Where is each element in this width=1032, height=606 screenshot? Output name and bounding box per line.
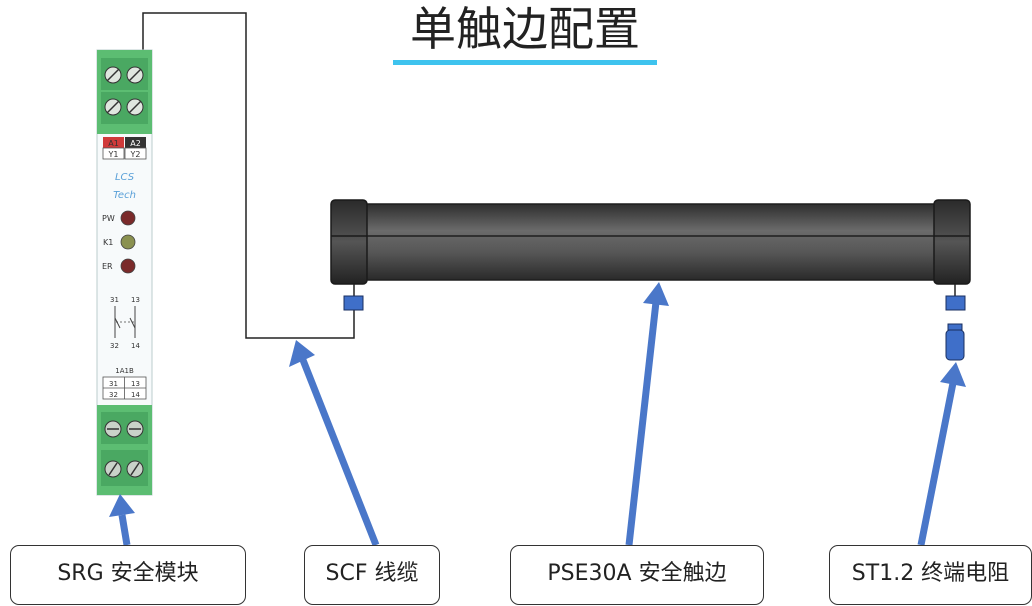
pse-edge-label: PSE30A 安全触边: [510, 545, 764, 605]
title-underline: [393, 60, 657, 65]
led-er-label: ER: [102, 262, 113, 271]
terminal-y1-label: Y1: [108, 150, 119, 159]
module-type-label: 1A1B: [115, 367, 134, 375]
left-connector: [343, 295, 364, 311]
contact-32-label: 32: [110, 342, 119, 350]
arrow-to-edge: [625, 282, 669, 546]
led-k1-label: K1: [103, 238, 113, 247]
table-cell-31: 31: [109, 380, 118, 388]
scf-cable-line: [142, 12, 355, 339]
terminal-resistor: [945, 323, 965, 361]
page-title: 单触边配置: [410, 2, 640, 56]
table-cell-32: 32: [109, 391, 118, 399]
safety-edge: [330, 199, 971, 285]
led-pw-label: PW: [102, 214, 115, 223]
contact-14-label: 14: [131, 342, 140, 350]
table-cell-14: 14: [131, 391, 140, 399]
contact-13-label: 13: [131, 296, 140, 304]
srg-module: A1 A2 Y1 Y2 LCS Tech PW K1 ER 31 13 32 1…: [96, 49, 153, 496]
arrow-to-srg: [109, 494, 135, 546]
led-er: [120, 258, 136, 274]
right-connector: [945, 295, 966, 311]
led-pw: [120, 210, 136, 226]
scf-cable-label: SCF 线缆: [304, 545, 440, 605]
st-resistor-label: ST1.2 终端电阻: [829, 545, 1032, 605]
terminal-y2-label: Y2: [130, 150, 141, 159]
terminal-a1-label: A1: [108, 139, 119, 148]
arrow-to-cable: [289, 340, 380, 547]
brand-line-1: LCS: [115, 172, 135, 183]
led-k1: [120, 234, 136, 250]
contact-31-label: 31: [110, 296, 119, 304]
brand-line-2: Tech: [113, 190, 136, 201]
srg-module-label: SRG 安全模块: [10, 545, 246, 605]
terminal-a2-label: A2: [130, 139, 141, 148]
table-cell-13: 13: [131, 380, 140, 388]
arrow-to-resistor: [917, 362, 966, 546]
